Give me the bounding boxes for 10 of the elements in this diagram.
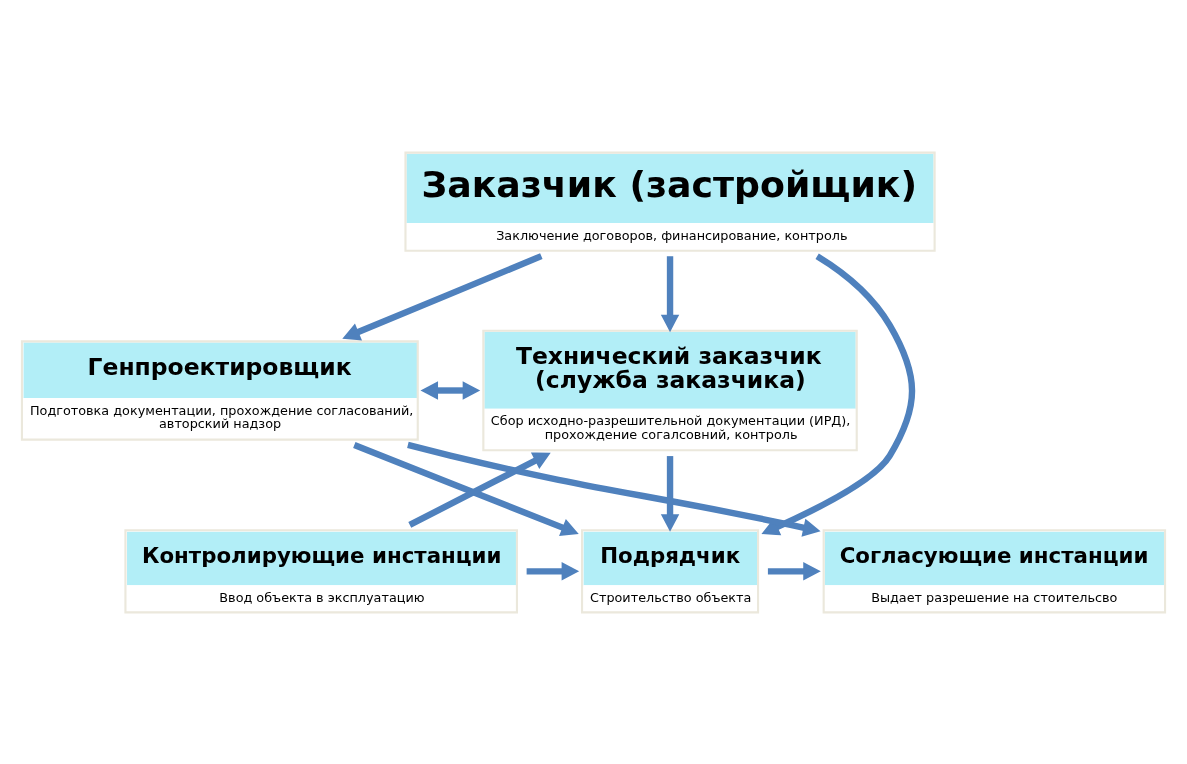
arrow [660, 255, 680, 332]
arrow [526, 561, 580, 581]
arrow [407, 441, 821, 537]
arrow [761, 253, 916, 535]
arrow [767, 561, 821, 581]
arrow [420, 380, 481, 400]
arrow [342, 252, 543, 340]
arrow [353, 441, 579, 536]
arrow [408, 452, 551, 528]
arrow [660, 455, 680, 532]
